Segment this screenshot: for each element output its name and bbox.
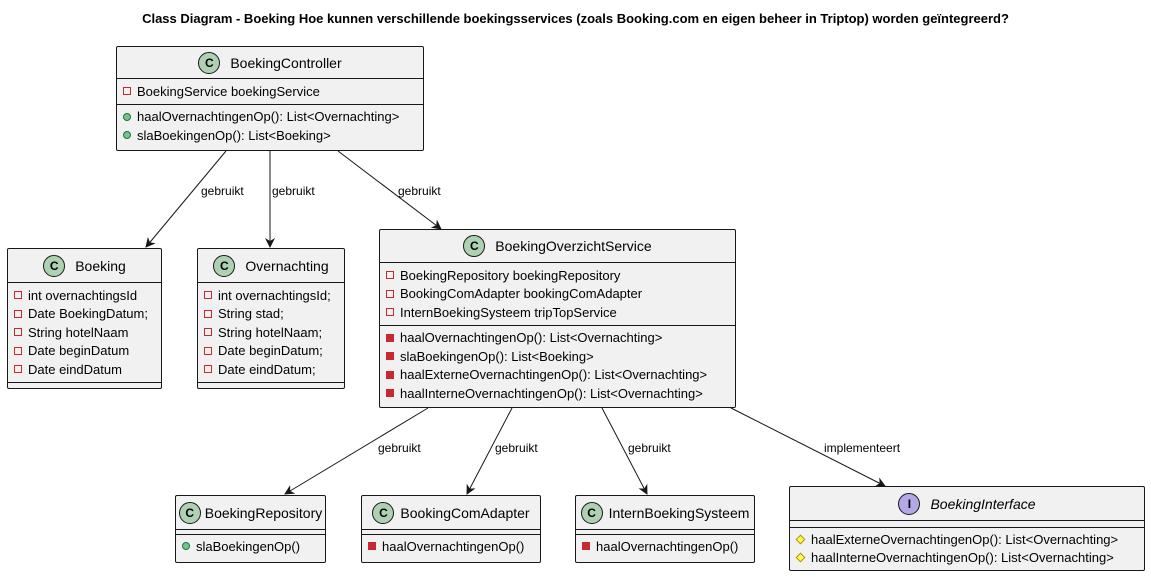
private-field-icon [123, 87, 131, 96]
method-section: haalOvernachtingenOp() [362, 535, 540, 559]
class-bookingcomadapter: C BookingComAdapter haalOvernachtingenOp… [361, 495, 541, 563]
public-method-icon [123, 112, 131, 121]
field-row: String stad; [204, 305, 344, 324]
method-row: haalExterneOvernachtingenOp(): List<Over… [795, 530, 1144, 549]
class-name: BoekingOverzichtService [495, 238, 652, 254]
field-row: Date beginDatum [14, 342, 161, 361]
edge-controller-overzichtservice [337, 150, 442, 230]
class-name: BoekingRepository [204, 504, 323, 521]
method-row: haalOvernachtingenOp(): List<Overnachtin… [123, 108, 423, 127]
class-badge-icon: C [213, 254, 236, 277]
method-row: haalOvernachtingenOp(): List<Overnachtin… [386, 329, 735, 348]
edge-label-controller-overzichtservice: gebruikt [398, 184, 441, 198]
private-field-icon [386, 308, 394, 317]
class-name: BoekingController [230, 54, 342, 71]
edge-label-controller-overnachting: gebruikt [272, 184, 315, 198]
class-boekingrepository: C BoekingRepository slaBoekingenOp() [175, 495, 326, 563]
edge-service-repository [284, 407, 429, 495]
field-row: Date eindDatum [14, 360, 161, 379]
edge-label-service-interface: implementeert [824, 441, 901, 455]
method-row: slaBoekingenOp(): List<Boeking> [386, 347, 735, 366]
private-field-icon [14, 291, 22, 300]
private-field-icon [14, 328, 22, 337]
method-row: haalInterneOvernachtingenOp(): List<Over… [386, 384, 735, 403]
field-row: Date beginDatum; [204, 342, 344, 361]
field-row: String hotelNaam [14, 323, 161, 342]
class-badge-icon: C [463, 235, 486, 257]
interface-badge-icon: I [898, 492, 921, 515]
class-name: InternBoekingSysteem [608, 504, 750, 521]
method-section: haalOvernachtingenOp() [576, 535, 754, 559]
method-row: slaBoekingenOp(): List<Boeking> [123, 126, 423, 145]
edge-label-service-repository: gebruikt [378, 441, 421, 455]
edge-service-interface [730, 407, 886, 487]
class-badge-icon: C [178, 501, 201, 524]
field-row: Date BoekingDatum; [14, 305, 161, 324]
public-method-icon [182, 542, 190, 551]
class-overnachting: C Overnachting int overnachtingsId; Stri… [197, 248, 345, 389]
class-badge-icon: C [372, 501, 395, 524]
edge-service-internboekingsysteem [601, 407, 648, 495]
field-section: int overnachtingsId Date BoekingDatum; S… [8, 283, 161, 382]
field-row: String hotelNaam; [204, 323, 344, 342]
private-field-icon [14, 309, 22, 318]
method-row: haalOvernachtingenOp() [368, 537, 540, 556]
class-name: Overnachting [245, 257, 329, 274]
class-name: BookingComAdapter [400, 504, 530, 521]
field-row: int overnachtingsId; [204, 286, 344, 305]
interface-name: BoekingInterface [930, 495, 1036, 512]
edge-label-service-internboekingsysteem: gebruikt [628, 441, 671, 455]
method-section: haalOvernachtingenOp(): List<Overnachtin… [117, 105, 423, 148]
private-method-icon [386, 389, 394, 398]
field-row: InternBoekingSysteem tripTopService [386, 303, 735, 322]
private-field-icon [204, 346, 212, 355]
class-name: Boeking [75, 257, 126, 274]
class-boekingoverzichtservice: C BoekingOverzichtService BoekingReposit… [379, 229, 736, 408]
diagram-title: Class Diagram - Boeking Hoe kunnen versc… [142, 11, 1009, 26]
private-method-icon [582, 542, 590, 551]
method-row: haalInterneOvernachtingenOp(): List<Over… [795, 549, 1144, 568]
class-boeking: C Boeking int overnachtingsId Date Boeki… [7, 248, 162, 389]
private-field-icon [204, 309, 212, 318]
field-section: BoekingService boekingService [117, 79, 423, 104]
private-field-icon [204, 365, 212, 374]
method-row: slaBoekingenOp() [182, 537, 325, 556]
method-row: haalOvernachtingenOp() [582, 537, 754, 556]
protected-method-icon [795, 534, 806, 545]
method-section: haalOvernachtingenOp(): List<Overnachtin… [380, 326, 735, 406]
method-section: haalExterneOvernachtingenOp(): List<Over… [790, 528, 1144, 570]
private-field-icon [204, 291, 212, 300]
private-field-icon [14, 365, 22, 374]
field-row: BoekingService boekingService [123, 82, 423, 101]
edge-label-service-bookingcomadapter: gebruikt [495, 441, 538, 455]
protected-method-icon [795, 552, 806, 563]
private-field-icon [204, 328, 212, 337]
private-field-icon [386, 289, 394, 298]
field-row: int overnachtingsId [14, 286, 161, 305]
class-badge-icon: C [580, 501, 603, 524]
method-section: slaBoekingenOp() [176, 535, 325, 559]
private-field-icon [386, 271, 394, 280]
class-badge-icon: C [43, 254, 66, 277]
field-row: Date eindDatum; [204, 360, 344, 379]
class-badge-icon: C [198, 51, 221, 74]
method-row: haalExterneOvernachtingenOp(): List<Over… [386, 366, 735, 385]
edge-label-controller-boeking: gebruikt [201, 184, 244, 198]
private-method-icon [368, 542, 376, 551]
interface-boekinginterface: I BoekingInterface haalExterneOvernachti… [789, 486, 1145, 571]
edge-service-bookingcomadapter [466, 407, 513, 495]
class-boekingcontroller: C BoekingController BoekingService boeki… [116, 46, 424, 151]
private-method-icon [386, 333, 394, 342]
private-method-icon [386, 370, 394, 379]
field-section: int overnachtingsId; String stad; String… [198, 283, 344, 382]
class-internboekingsysteem: C InternBoekingSysteem haalOvernachtinge… [575, 495, 755, 563]
private-field-icon [14, 346, 22, 355]
field-section: BoekingRepository boekingRepository Book… [380, 263, 735, 325]
public-method-icon [123, 131, 131, 140]
field-row: BoekingRepository boekingRepository [386, 266, 735, 285]
private-method-icon [386, 352, 394, 361]
edge-controller-boeking [145, 150, 227, 248]
field-row: BookingComAdapter bookingComAdapter [386, 285, 735, 304]
